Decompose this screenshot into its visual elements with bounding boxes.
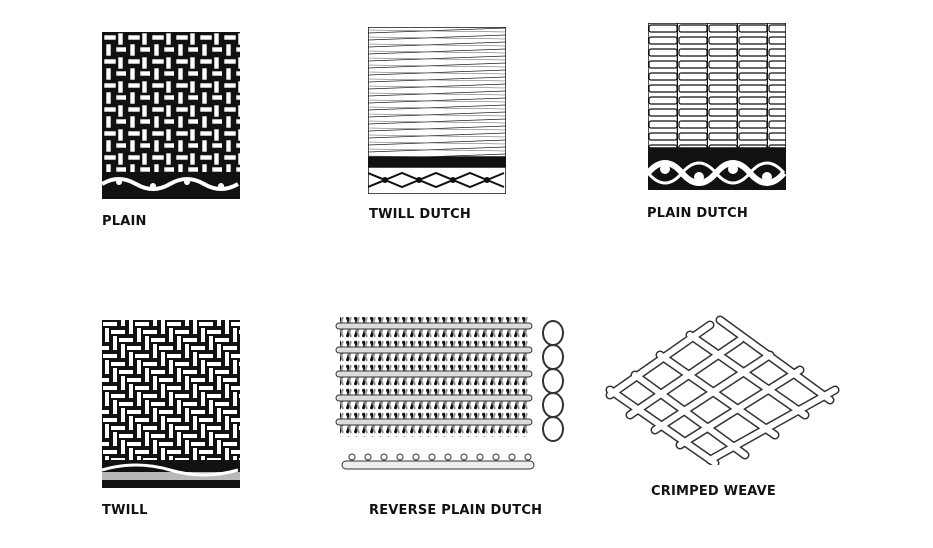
reverse-plain-dutch-label: REVERSE PLAIN DUTCH [369, 503, 543, 518]
plain-dutch-weave-diagram [648, 23, 786, 190]
coil-rows [335, 317, 533, 437]
twill-label: TWILL [102, 503, 148, 518]
crimped-weave-diagram [600, 315, 845, 465]
reverse-plain-dutch-weave-diagram [330, 315, 575, 480]
twill-weave-diagram [102, 320, 240, 488]
plain-weave-diagram [102, 32, 240, 199]
plain-dutch-label: PLAIN DUTCH [647, 206, 748, 221]
twill-dutch-weave-diagram [368, 27, 506, 194]
twill-dutch-label: TWILL DUTCH [369, 207, 471, 222]
crimped-weave-label: CRIMPED WEAVE [651, 484, 776, 499]
plain-label: PLAIN [102, 214, 147, 229]
